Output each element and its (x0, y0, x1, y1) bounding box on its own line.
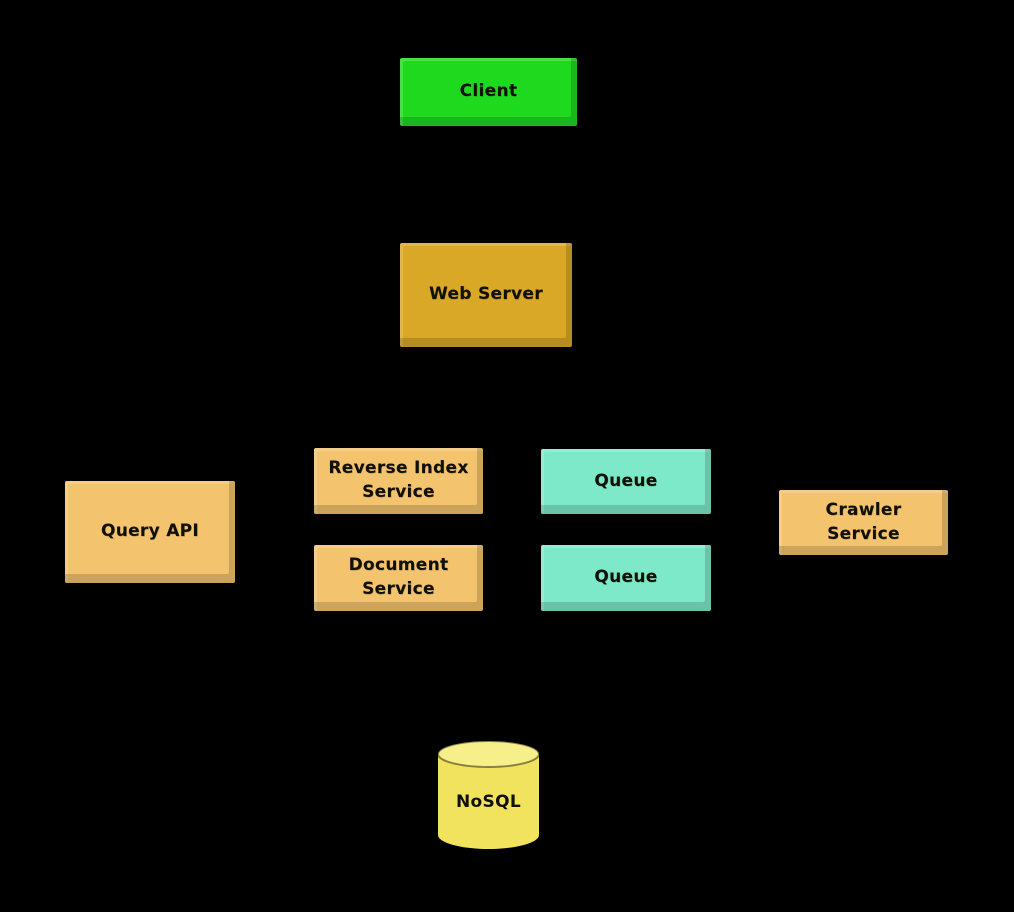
node-queue-top-label: Queue (594, 470, 658, 491)
database-cylinder-icon (437, 740, 540, 849)
node-queue-bottom-label: Queue (594, 567, 658, 588)
node-client-label: Client (459, 81, 518, 102)
node-crawler-service: Crawler Service (779, 490, 948, 555)
node-crawler-service-label: Crawler Service (825, 499, 902, 544)
node-reverse-index-service: Reverse Index Service (314, 448, 483, 514)
node-document-service-label: Document Service (348, 555, 449, 599)
cylinder-body (438, 754, 539, 849)
node-reverse-index-service-label: Reverse Index Service (328, 458, 469, 502)
node-client: Client (400, 58, 577, 126)
node-queue-bottom: Queue (541, 545, 711, 611)
node-nosql: NoSQL (437, 740, 540, 850)
node-web-server-label: Web Server (429, 284, 543, 305)
node-nosql-label: NoSQL (456, 792, 521, 812)
node-web-server: Web Server (400, 243, 572, 347)
node-document-service: Document Service (314, 545, 483, 611)
node-query-api: Query API (65, 481, 235, 583)
node-queue-top: Queue (541, 449, 711, 514)
node-query-api-label: Query API (100, 521, 200, 542)
cylinder-top (437, 740, 540, 768)
